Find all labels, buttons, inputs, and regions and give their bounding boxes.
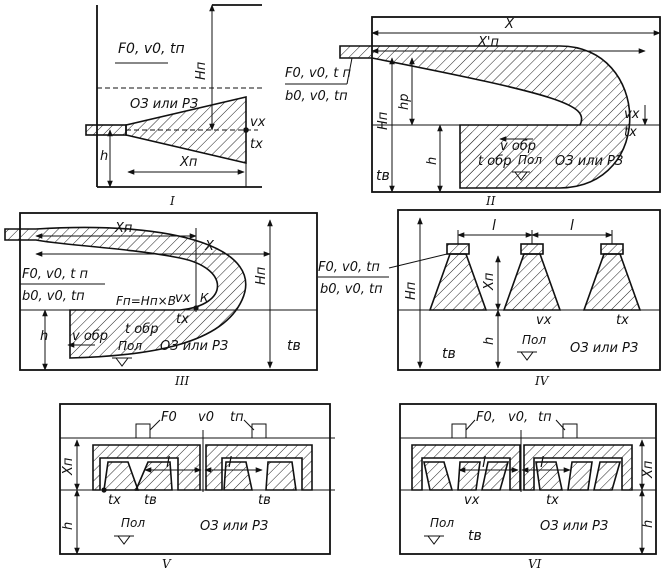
panel5-tv1: tв bbox=[144, 493, 157, 508]
panel6-l2: l bbox=[540, 455, 544, 471]
panel6-F0: F0, bbox=[476, 410, 496, 425]
panel4-params-top: F0, v0, tп bbox=[318, 260, 380, 275]
panel6-zone: ОЗ или РЗ bbox=[540, 519, 608, 534]
panel-5: F0 v0 tп l l Xп h tх tв tв Пол ОЗ или РЗ… bbox=[59, 403, 335, 571]
jet-5b bbox=[205, 444, 313, 491]
jet-6b bbox=[523, 444, 633, 491]
panel6-v0: v0, bbox=[508, 410, 528, 425]
panel3-vobr: v обр bbox=[72, 329, 108, 344]
panel-4: l l F0, v0, tп b0, v0, tп Hп Xп h vх tх … bbox=[318, 209, 661, 388]
panel6-tv: tв bbox=[468, 528, 482, 544]
panel6-l1: l bbox=[482, 455, 486, 471]
panel1-zone: ОЗ или РЗ bbox=[130, 97, 198, 112]
panel3-X: X bbox=[204, 239, 215, 254]
panel6-floor: Пол bbox=[430, 516, 454, 530]
nozzle-4c bbox=[582, 243, 642, 311]
panel6-tx: tх bbox=[546, 493, 559, 508]
panel2-Xprime: X'п bbox=[477, 35, 499, 50]
panel5-l2: l bbox=[228, 455, 232, 471]
panel2-number: II bbox=[485, 194, 496, 208]
panel4-tv: tв bbox=[442, 346, 456, 362]
panel1-params: F0, v0, tп bbox=[118, 41, 185, 57]
panel3-floor: Пол bbox=[118, 339, 142, 353]
panel2-params-bottom: b0, v0, tп bbox=[285, 89, 348, 104]
panel5-F0: F0 bbox=[161, 410, 177, 425]
panel3-tobr: t обр bbox=[125, 322, 158, 337]
panel4-number: IV bbox=[534, 374, 550, 388]
panel3-h: h bbox=[40, 329, 48, 344]
panel1-number: I bbox=[169, 194, 175, 208]
panel3-K: К bbox=[200, 291, 209, 305]
panel6-h: h bbox=[641, 520, 656, 528]
panel1-vx: vх bbox=[250, 115, 266, 130]
panel5-number: V bbox=[162, 557, 172, 571]
panel3-Xn: Xп bbox=[114, 221, 133, 236]
jet-3 bbox=[4, 226, 247, 359]
nozzle-1 bbox=[85, 124, 127, 136]
panel3-number: III bbox=[174, 374, 189, 388]
panel3-vx: vх bbox=[175, 291, 191, 306]
panel2-tobr: t обр bbox=[478, 154, 511, 169]
panel3-zone: ОЗ или РЗ bbox=[160, 339, 228, 354]
nozzle-4b bbox=[502, 243, 562, 311]
panel4-Xn: Xп bbox=[482, 272, 497, 291]
panel4-tx: tх bbox=[616, 313, 629, 328]
panel5-l1: l bbox=[166, 455, 170, 471]
panel3-params-top: F0, v0, t п bbox=[22, 267, 88, 282]
panel5-zone: ОЗ или РЗ bbox=[200, 519, 268, 534]
panel6-tn: tп bbox=[538, 410, 552, 425]
panel5-Xn: Xп bbox=[61, 457, 76, 476]
panel3-Hn: Hп bbox=[254, 266, 269, 285]
panel3-params-bottom: b0, v0, tп bbox=[22, 289, 85, 304]
panel2-hp: hр bbox=[397, 94, 412, 111]
panel-3: F0, v0, t п b0, v0, tп Xп X Fп=Hп×B vх К… bbox=[4, 212, 318, 388]
panel4-vx: vх bbox=[536, 313, 552, 328]
panel4-l2: l bbox=[570, 218, 574, 234]
panel6-number: VI bbox=[528, 557, 542, 571]
panel1-Xn: Xп bbox=[179, 155, 198, 170]
panel2-h: h bbox=[425, 157, 440, 165]
panel5-floor: Пол bbox=[121, 516, 145, 530]
panel5-tv2: tв bbox=[258, 493, 271, 508]
panel2-tx: tх bbox=[624, 125, 637, 140]
panel6-vx: vх bbox=[464, 493, 480, 508]
panel-1: F0, v0, tп Hп ОЗ или РЗ h Xп vх tх I bbox=[85, 4, 266, 208]
panel2-X: X bbox=[504, 17, 515, 32]
panel5-v0: v0 bbox=[198, 410, 214, 425]
panel2-vx: vх bbox=[624, 107, 640, 122]
panel1-Hn: Hп bbox=[194, 61, 209, 80]
panel3-tx: tх bbox=[176, 312, 189, 327]
jet-5a bbox=[92, 444, 201, 491]
panel2-tv: tв bbox=[376, 168, 390, 184]
panel4-params-bottom: b0, v0, tп bbox=[320, 282, 383, 297]
panel4-Hn: Hп bbox=[404, 281, 419, 300]
panel-6: F0, v0, tп l l Xп h vх tх Пол tв ОЗ или … bbox=[399, 403, 657, 571]
panel2-params-top: F0, v0, t п bbox=[285, 66, 351, 81]
panel2-floor: Пол bbox=[518, 153, 542, 167]
panel4-l1: l bbox=[492, 218, 496, 234]
panel4-floor: Пол bbox=[522, 333, 546, 347]
panel6-Xn: Xп bbox=[641, 460, 656, 479]
panel4-zone: ОЗ или РЗ bbox=[570, 341, 638, 356]
panel5-h: h bbox=[61, 522, 76, 530]
panel2-vobr: v обр bbox=[500, 139, 536, 154]
panel2-Hn: Hп bbox=[376, 111, 391, 130]
nozzle-4a bbox=[428, 243, 488, 311]
panel-2: F0, v0, t п b0, v0, tп X X'п Hп hр h tв … bbox=[285, 16, 661, 208]
panel2-zone: ОЗ или РЗ bbox=[555, 154, 623, 169]
panel1-h: h bbox=[100, 149, 108, 164]
jet-6a bbox=[411, 444, 521, 491]
panel1-tx: tх bbox=[250, 137, 263, 152]
panel5-tx: tх bbox=[108, 493, 121, 508]
panel3-tv: tв bbox=[287, 338, 301, 354]
panel3-Fn: Fп=Hп×B bbox=[116, 294, 176, 308]
panel5-tn: tп bbox=[230, 410, 244, 425]
panel4-h: h bbox=[482, 337, 497, 345]
